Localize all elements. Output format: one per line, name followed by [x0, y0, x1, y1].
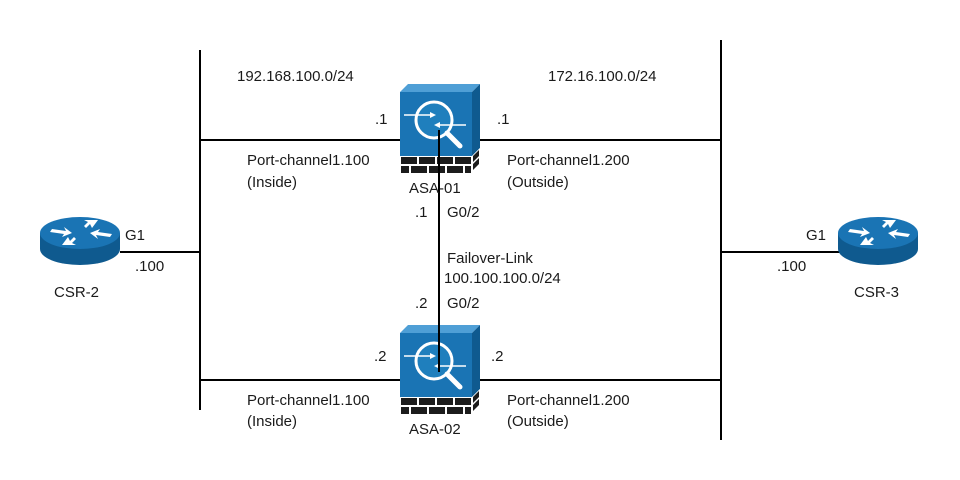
asa01-inside-interface: Port-channel1.100: [247, 152, 370, 169]
router-icon[interactable]: [40, 217, 120, 265]
asa01-outside-zone: (Outside): [507, 174, 569, 191]
inside-network-label: 192.168.100.0/24: [237, 68, 354, 85]
csr3-ip: .100: [777, 258, 807, 275]
csr2-ip: .100: [135, 258, 165, 275]
asa02-inside-zone: (Inside): [247, 413, 298, 430]
failover-subnet-label: 100.100.100.0/24: [444, 270, 561, 287]
asa01-outside-interface: Port-channel1.200: [507, 152, 630, 169]
failover-link-label: Failover-Link: [447, 250, 533, 267]
asa02-failover-interface: G0/2: [447, 295, 480, 312]
asa01-name: ASA-01: [409, 180, 461, 197]
asa02-inside-interface: Port-channel1.100: [247, 392, 370, 409]
asa02-outside-zone: (Outside): [507, 413, 569, 430]
asa02-name: ASA-02: [409, 421, 461, 438]
csr2-name: CSR-2: [54, 284, 100, 301]
asa01-outside-ip: .1: [497, 111, 510, 128]
asa01-failover-ip: .1: [415, 204, 428, 221]
asa02-failover-ip: .2: [415, 295, 428, 312]
csr3-interface: G1: [806, 227, 827, 244]
csr3-name: CSR-3: [854, 284, 900, 301]
csr2-interface: G1: [125, 227, 146, 244]
outside-network-label: 172.16.100.0/24: [548, 68, 657, 85]
asa02-outside-ip: .2: [491, 348, 504, 365]
asa01-failover-interface: G0/2: [447, 204, 480, 221]
asa01-inside-ip: .1: [375, 111, 388, 128]
asa02-outside-interface: Port-channel1.200: [507, 392, 630, 409]
asa02-inside-ip: .2: [374, 348, 387, 365]
asa01-inside-zone: (Inside): [247, 174, 298, 191]
router-icon[interactable]: [838, 217, 918, 265]
